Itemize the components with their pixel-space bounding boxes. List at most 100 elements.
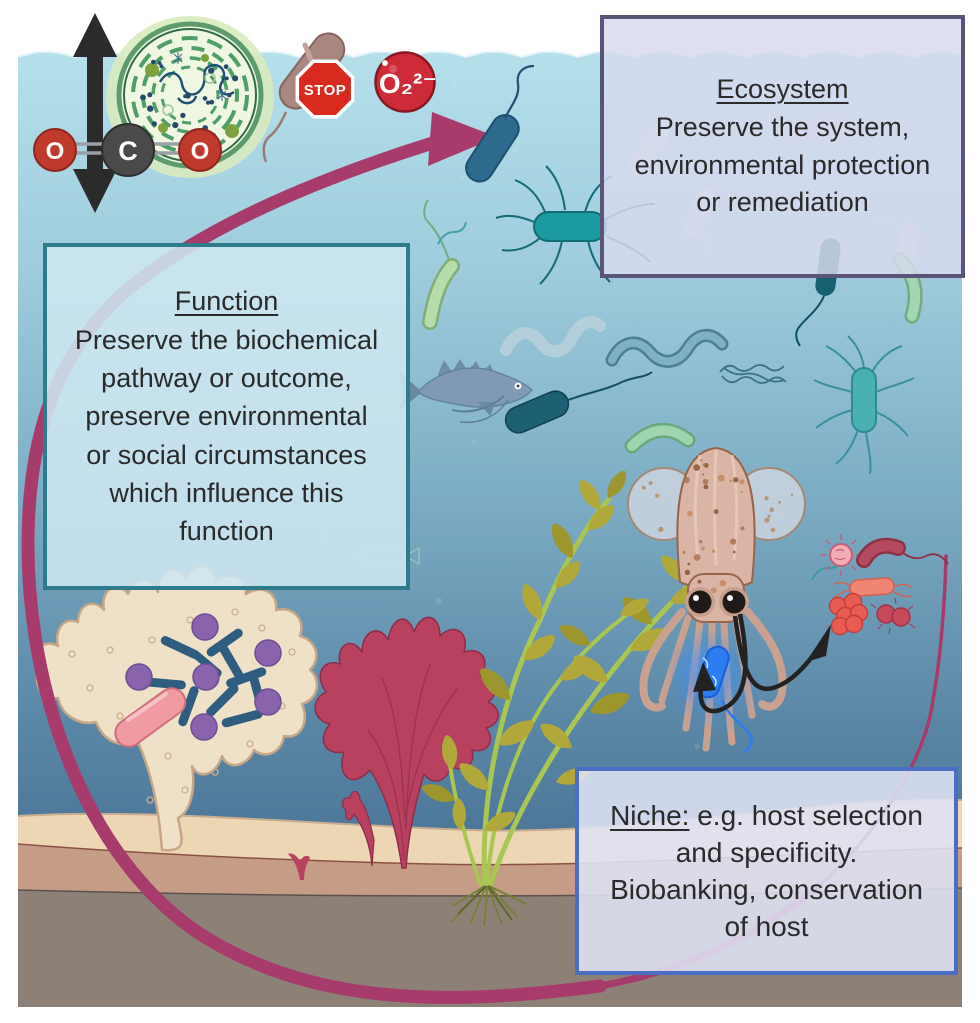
co2-molecule-icon: O C O	[33, 123, 222, 177]
arrow-to-microbes	[806, 624, 831, 662]
squid-speckles	[682, 458, 745, 604]
host-associated-microbes-icon	[820, 534, 949, 636]
superoxide-radical-icon: • O₂²⁻	[374, 51, 437, 113]
cocci-cluster	[828, 592, 869, 636]
bobtail-squid-icon	[627, 446, 831, 754]
speckle	[701, 546, 705, 551]
speckle	[151, 59, 156, 65]
speckle	[790, 493, 794, 497]
speckle	[764, 517, 770, 523]
niche-title: Niche:	[610, 799, 690, 831]
speckle	[648, 481, 653, 486]
speckle	[719, 580, 726, 587]
speckle	[769, 507, 774, 512]
speckle	[693, 554, 701, 561]
coral-cocci-bacteria	[125, 613, 282, 741]
oxygen-label: O	[46, 138, 65, 165]
speckle	[172, 122, 179, 129]
speckle	[684, 569, 691, 576]
metabolism-icons: O C O STOP • O₂²⁻	[33, 13, 437, 213]
speckle	[770, 527, 776, 533]
speckle	[209, 99, 215, 105]
coral-texture	[68, 608, 296, 804]
stop-sign-icon: STOP	[295, 59, 355, 119]
function-title: Function	[174, 286, 279, 317]
speckle	[180, 112, 186, 119]
ghost-spirillum	[500, 316, 606, 358]
speckle	[682, 550, 686, 554]
red-algae-veins	[367, 663, 459, 861]
speckle	[739, 479, 745, 485]
speckle	[778, 500, 781, 504]
carboxysomes	[145, 54, 239, 138]
rod-bacterium-icon	[465, 64, 535, 183]
speckle	[687, 510, 693, 517]
speckle	[147, 105, 154, 112]
superoxide-label: O₂²⁻	[379, 68, 437, 99]
speckle	[435, 597, 442, 605]
speckle	[157, 61, 162, 65]
flagellum-squiggle	[437, 221, 467, 245]
niche-box: Niche: e.g. host selection and specifici…	[575, 767, 958, 975]
speckle	[641, 485, 646, 490]
flagellated-bacterium-icon	[495, 165, 656, 285]
vibrio-bacterium-icon	[624, 422, 696, 454]
rod-bacterium-icon	[504, 371, 653, 434]
ecosystem-box: Ecosystem Preserve the system, environme…	[600, 15, 965, 278]
speckle	[729, 479, 732, 482]
speckle	[693, 464, 700, 471]
speckle	[694, 743, 700, 750]
speckle	[740, 490, 743, 494]
pink-rod-bacterium-icon	[114, 687, 187, 748]
function-box: Function Preserve the biochemical pathwa…	[43, 243, 410, 590]
speckle	[697, 579, 702, 584]
radical-dot: •	[381, 53, 388, 75]
spirillum-bacterium-icon	[605, 329, 729, 368]
speckle	[147, 92, 153, 98]
red-algae-sprout-small	[288, 853, 310, 880]
cycle-arrow-head	[428, 112, 497, 166]
speckle	[202, 96, 208, 101]
squid-eyes	[685, 587, 749, 617]
red-algae-icon	[288, 616, 499, 880]
speckle	[140, 94, 146, 101]
speckle	[733, 477, 739, 483]
speckle	[159, 64, 164, 69]
speckle	[717, 474, 725, 482]
stop-label: STOP	[304, 82, 347, 99]
speckle	[730, 538, 737, 545]
speckle	[732, 550, 736, 554]
speckle	[151, 121, 157, 127]
speckle	[183, 94, 187, 99]
speckle	[764, 496, 769, 501]
speckle	[702, 473, 705, 476]
speckle	[711, 549, 716, 553]
speckle	[232, 75, 239, 82]
spiky-microbe	[820, 534, 862, 576]
dna-coil	[158, 63, 235, 105]
fuzzy-diplococci	[870, 597, 916, 635]
speckle	[227, 93, 232, 98]
salmon-rod	[833, 577, 913, 599]
speckle	[702, 463, 706, 467]
speckle	[703, 484, 709, 490]
speckle	[206, 100, 211, 105]
selection-arrows	[693, 613, 831, 714]
speckle	[702, 478, 709, 485]
speckle	[223, 64, 229, 70]
speckle	[452, 81, 457, 86]
function-body: Preserve the biochemical pathway or outc…	[74, 324, 379, 547]
speckle	[767, 514, 771, 518]
speckle	[713, 509, 719, 515]
carbon-label: C	[118, 136, 138, 166]
speckle	[683, 476, 690, 484]
oxygen-label: O	[191, 138, 210, 165]
coral-microbes-icon	[114, 613, 282, 748]
speckle	[699, 458, 703, 462]
speckle	[472, 440, 476, 444]
speckle	[512, 148, 517, 153]
speckle	[658, 526, 664, 532]
speckle	[224, 76, 229, 81]
arrow-to-symbiont	[693, 662, 716, 692]
niche-body: e.g. host selection and specificity. Bio…	[610, 799, 923, 943]
